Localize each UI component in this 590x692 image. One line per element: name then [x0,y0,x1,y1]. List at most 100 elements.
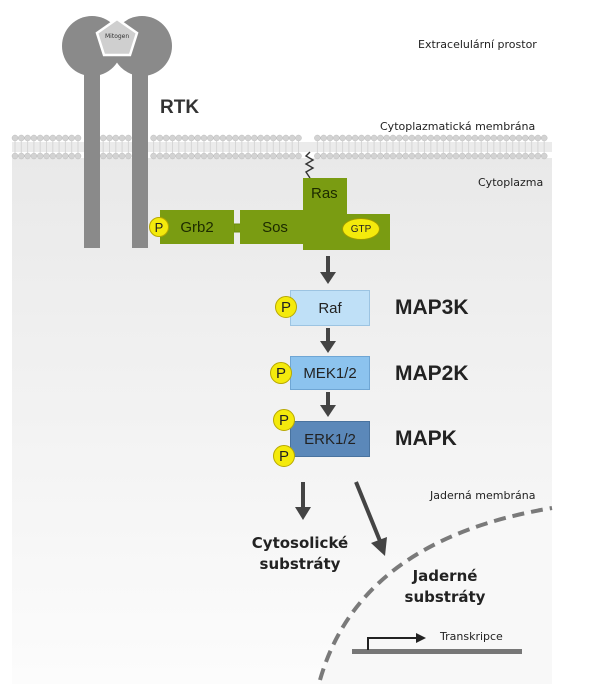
lipid-head [251,134,258,142]
lipid-head [427,134,435,142]
nuclear-substrates-label: Jaderné substráty [395,566,495,608]
lipid-head [440,134,447,142]
lipid-head [471,134,479,142]
lipid-head [219,152,227,160]
lipid-head [465,152,472,160]
lipid-head [18,134,25,142]
mitogen-ligand [95,17,139,57]
lipid-head [402,152,409,160]
lipid-head [156,152,164,160]
map3k-label: MAP3K [395,296,469,319]
raf-label: Raf [318,299,342,317]
mitogen-label: Mitogen [105,33,130,40]
lipid-head [515,152,523,160]
lipid-head [339,152,346,160]
lipid-head [534,134,542,142]
lipid-head [238,134,246,142]
dna-strand [352,649,522,654]
lipid-head [446,152,453,160]
lipid-head [364,134,372,142]
lipid-head [43,134,50,142]
lipid-head [282,152,290,160]
lipid-head [257,152,264,160]
lipid-head [244,134,252,142]
lipid-head [156,134,164,142]
lipid-head [194,152,201,160]
lipid-head [326,152,334,160]
lipid-head [477,152,485,160]
erk-label: ERK1/2 [304,430,356,448]
lipid-head [484,152,491,160]
cytoplasm-label: Cytoplazma [478,176,544,189]
mek-protein: MEK1/2 [290,356,370,390]
lipid-head [99,134,107,142]
ras-label: Ras [311,185,338,202]
lipid-head [540,152,548,160]
lipid-head [55,152,63,160]
lipid-head [522,152,529,160]
lipid-head [503,134,510,142]
lipid-head [162,134,170,142]
membrane-core [12,142,552,152]
lipid-head [112,152,120,160]
lipid-head [150,152,157,160]
lipid-head [396,152,403,160]
lipid-head [377,152,384,160]
cytosolic-substrates-line2: substráty [259,555,341,573]
lipid-head [503,152,510,160]
lipid-head [225,134,233,142]
lipid-head [106,152,113,160]
lipid-head [55,134,63,142]
lipid-head [534,152,542,160]
lipid-head [326,134,334,142]
lipid-head [477,134,485,142]
lipid-head [11,134,19,142]
lipid-head [150,134,157,142]
mek-phospho-marker: P [270,362,292,384]
transcription-start-arrow [367,637,418,650]
lipid-head [333,134,340,142]
lipid-head [270,152,277,160]
lipid-head [263,134,271,142]
lipid-head [188,134,195,142]
lipid-head [18,152,25,160]
lipid-head [207,152,214,160]
nuclear-membrane-label: Jaderná membrána [430,489,536,502]
lipid-head [49,152,57,160]
lipid-head [490,134,498,142]
gtp-marker: GTP [342,218,380,240]
lipid-head [389,152,397,160]
lipid-head [351,134,359,142]
lipid-head [333,152,340,160]
grb2-label: Grb2 [180,218,214,236]
lipid-head [295,134,302,142]
sos-label: Sos [262,218,288,236]
lipid-head [509,134,516,142]
lipid-head [522,134,529,142]
lipid-head [232,134,239,142]
lipid-head [465,134,472,142]
ras-lipid-anchor [304,151,315,179]
lipid-head [244,152,252,160]
lipid-head [288,134,296,142]
lipid-head [421,152,428,160]
lipid-head [540,134,548,142]
extracellular-label: Extracelulární prostor [418,38,537,51]
lipid-head [351,152,359,160]
lipid-head [263,152,271,160]
lipid-head [440,152,447,160]
transcription-label: Transkripce [440,630,503,643]
lipid-head [414,134,422,142]
lipid-head [459,134,466,142]
lipid-head [30,134,38,142]
lipid-head [62,152,69,160]
lipid-head [74,134,82,142]
lipid-head [396,134,403,142]
lipid-head [200,152,208,160]
lipid-head [200,134,208,142]
lipid-head [496,152,504,160]
lipid-head [43,152,50,160]
lipid-head [433,152,441,160]
lipid-head [24,134,31,142]
